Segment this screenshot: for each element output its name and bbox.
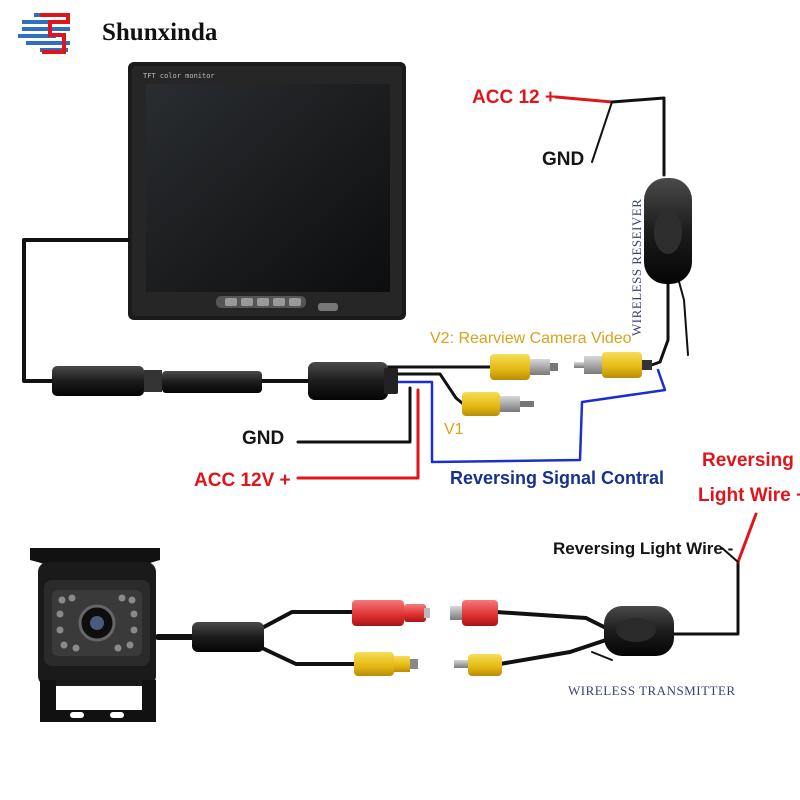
label-v1: V1 bbox=[444, 421, 464, 438]
acc-wire-top bbox=[554, 95, 614, 104]
monitor-buttons bbox=[216, 296, 338, 311]
label-gnd-mid: GND bbox=[242, 428, 284, 449]
gnd-wire-top bbox=[591, 101, 613, 163]
label-reversing-signal: Reversing Signal Contral bbox=[450, 468, 664, 488]
rca-receiver-out bbox=[574, 352, 652, 378]
label-gnd-top: GND bbox=[542, 149, 584, 170]
camera-power-branch bbox=[260, 610, 354, 630]
wireless-transmitter bbox=[604, 606, 674, 656]
receiver-video-wire bbox=[644, 276, 670, 369]
monitor-cable bbox=[22, 238, 130, 383]
gnd-wire-mid bbox=[296, 386, 412, 444]
brand-logo bbox=[18, 13, 70, 54]
rca-v1 bbox=[462, 392, 534, 416]
acc-wire-mid bbox=[296, 388, 420, 480]
label-acc-top: ACC 12 + bbox=[472, 87, 556, 108]
tft-monitor: TFT color monitor bbox=[128, 62, 406, 320]
monitor-plug-male bbox=[162, 371, 262, 393]
rca-transmitter-video bbox=[454, 654, 502, 676]
power-harness-connector bbox=[308, 362, 398, 400]
dc-power-plug-transmitter bbox=[450, 600, 498, 626]
monitor-plug-female bbox=[52, 366, 162, 396]
transmitter-video-cable bbox=[498, 638, 608, 666]
label-v2: V2: Rearview Camera Video bbox=[430, 330, 632, 347]
camera-video-branch bbox=[260, 646, 356, 666]
label-reversing-light-minus: Reversing Light Wire - bbox=[553, 539, 733, 558]
rca-camera-video bbox=[354, 652, 418, 676]
brand-name: Shunxinda bbox=[102, 19, 218, 46]
label-reversing-light-plus-1: Reversing bbox=[702, 450, 794, 471]
dc-power-plug-camera bbox=[352, 600, 430, 626]
transmitter-antenna bbox=[591, 651, 613, 661]
monitor-screen bbox=[146, 84, 390, 292]
camera-splitter-connector bbox=[192, 622, 264, 652]
reversing-light-plus-wire bbox=[736, 512, 758, 564]
rca-v2-monitor-side bbox=[490, 354, 558, 380]
receiver-power-wire bbox=[610, 96, 666, 177]
transmitter-power-cable bbox=[494, 610, 608, 630]
monitor-brand-label: TFT color monitor bbox=[143, 72, 215, 80]
label-wireless-transmitter: WIRELESS TRANSMITTER bbox=[568, 683, 736, 698]
backup-camera bbox=[30, 548, 160, 722]
wires bbox=[22, 95, 758, 666]
label-acc-mid: ACC 12V + bbox=[194, 470, 291, 491]
label-wireless-receiver: WIRELESS RESEIVER bbox=[629, 199, 644, 336]
wireless-receiver bbox=[644, 178, 692, 284]
v1-wire bbox=[396, 372, 464, 405]
receiver-antenna bbox=[677, 277, 689, 356]
label-reversing-light-plus-2: Light Wire + bbox=[698, 485, 800, 506]
reversing-light-minus-wire bbox=[721, 547, 739, 563]
reversing-signal-wire bbox=[390, 368, 667, 464]
transmitter-lead-out bbox=[670, 560, 740, 636]
